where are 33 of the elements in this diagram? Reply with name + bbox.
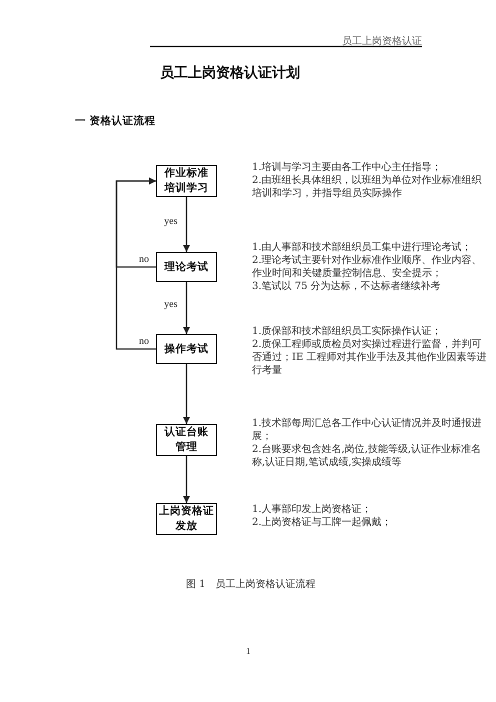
note-text: 2.理论考试主要针对作业标准作业顺序、作业内容、作业时间和关键质量控制信息、安全提示； <box>252 254 483 280</box>
note-text: 1.质保部和技术部组织员工实际操作认证； <box>252 325 443 338</box>
figure-caption: 图 1 员工上岗资格认证流程 <box>186 578 316 591</box>
edge-label: yes <box>163 299 178 310</box>
process-box <box>156 252 217 282</box>
node-label: 理论考试 <box>163 260 210 274</box>
loop-arrow <box>116 178 156 350</box>
node-label: 认证台账管理 <box>164 425 208 455</box>
note-text: 2.上岗资格证与工牌一起佩戴； <box>252 516 393 529</box>
process-box <box>156 165 217 197</box>
edge-label: no <box>138 254 150 265</box>
header-text: 员工上岗资格认证 <box>342 35 422 48</box>
page-title: 员工上岗资格认证计划 <box>160 64 300 82</box>
arrow <box>183 456 190 503</box>
section-heading: 一 资格认证流程 <box>75 115 156 128</box>
node-label: 上岗资格证发放 <box>158 504 214 534</box>
node-label: 作业标准培训学习 <box>164 166 208 196</box>
note-text: 1.技术部每周汇总各工作中心认证情况并及时通报进展； <box>252 417 483 443</box>
note-text: 2.台账要求包含姓名,岗位,技能等级,认证作业标准名称,认证日期,笔试成绩,实操成绩等 <box>252 443 482 469</box>
note-text: 2.由班组长具体组织，以班组为单位对作业标准组织培训和学习，并指导组员实际操作 <box>252 174 483 200</box>
process-box <box>156 334 217 364</box>
arrow <box>183 282 190 334</box>
process-box <box>156 424 217 456</box>
note-text: 1.由人事部和技术部组织员工集中进行理论考试； <box>252 241 473 254</box>
page-number: 1 <box>246 645 250 657</box>
note-text: 1.人事部印发上岗资格证； <box>252 503 373 516</box>
node-label: 操作考试 <box>163 342 210 356</box>
arrow <box>183 364 190 424</box>
edge-label: no <box>138 336 150 347</box>
note-text: 2.质保工程师或质检员对实操过程进行监督，并判可否通过；IE 工程师对其作业手法及其他作业因素等进行考量 <box>252 338 488 377</box>
arrow <box>183 197 190 252</box>
note-text: 1.培训与学习主要由各工作中心主任指导； <box>252 161 443 174</box>
note-text: 3.笔试以 75 分为达标，不达标者继续补考 <box>252 280 442 293</box>
